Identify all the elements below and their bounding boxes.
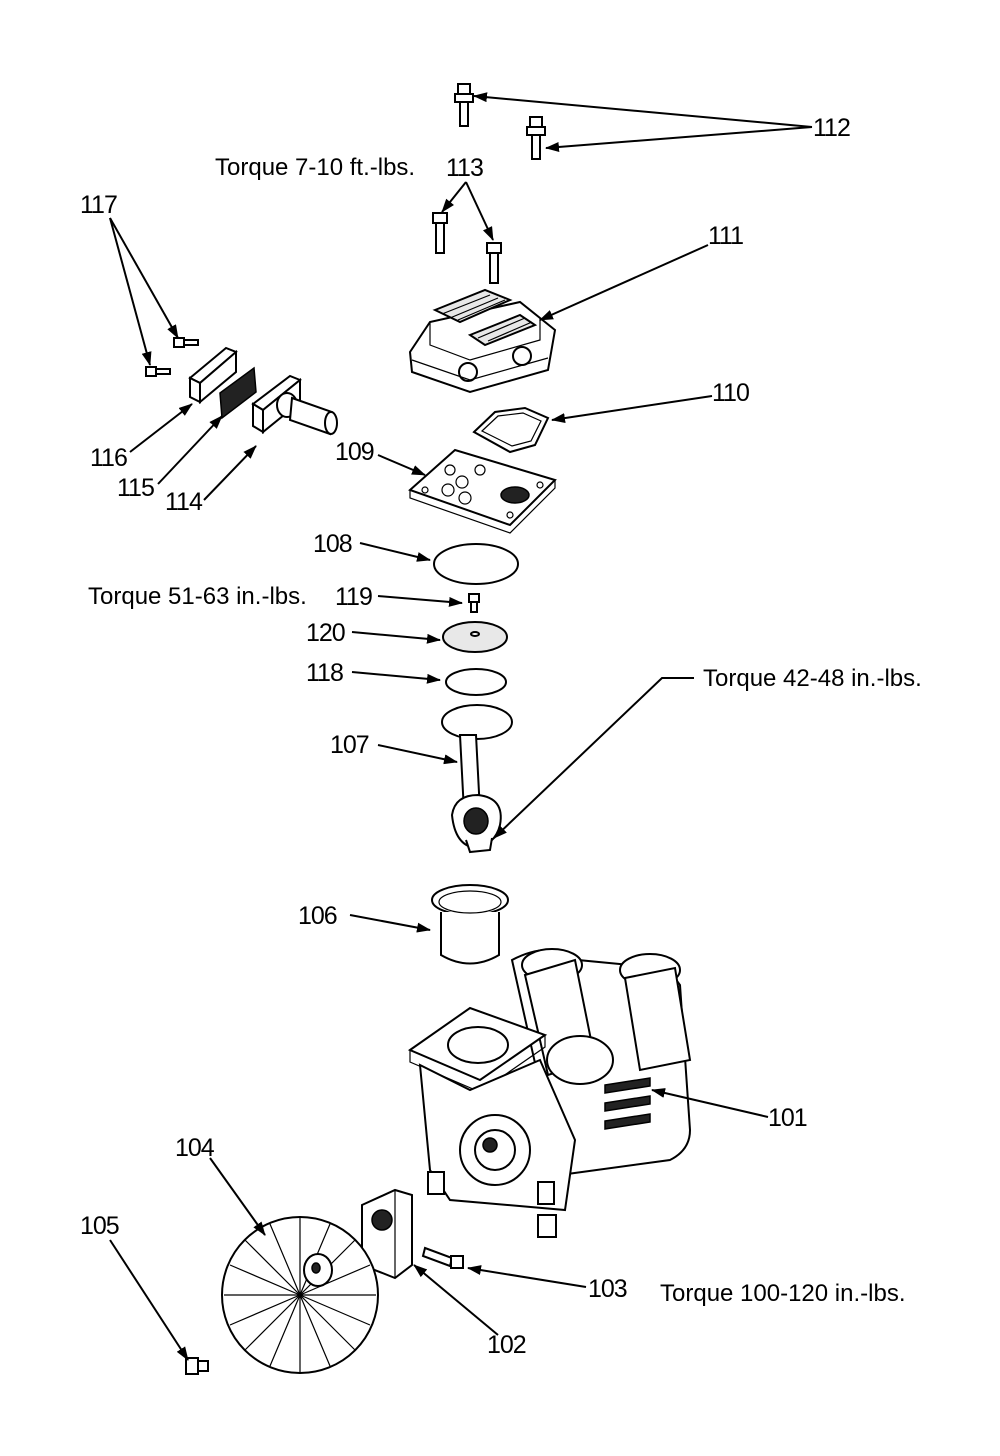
label-103: 103 xyxy=(588,1275,628,1303)
label-111: 111 xyxy=(708,222,744,250)
part-113-bolt-b xyxy=(486,242,502,284)
label-109: 109 xyxy=(335,438,375,466)
label-102: 102 xyxy=(487,1331,527,1359)
label-106: 106 xyxy=(298,902,338,930)
part-118-piston-ring xyxy=(445,668,507,696)
torque-bolt-103: Torque 100-120 in.-lbs. xyxy=(660,1280,906,1307)
part-115-filter-element xyxy=(219,366,257,420)
part-105-screw xyxy=(185,1357,209,1375)
label-108: 108 xyxy=(313,530,353,558)
label-105: 105 xyxy=(80,1212,120,1240)
part-120-retainer-plate xyxy=(442,621,508,653)
part-109-valve-plate xyxy=(408,448,557,534)
part-102-fan-adapter xyxy=(361,1188,413,1280)
label-112: 112 xyxy=(813,114,851,142)
label-118: 118 xyxy=(306,659,344,687)
part-117-screw-b xyxy=(173,337,199,348)
part-119-screw xyxy=(468,593,480,613)
torque-head-bolts: Torque 7-10 ft.-lbs. xyxy=(215,154,416,181)
part-110-gasket xyxy=(472,406,550,454)
part-101-motor-crankcase xyxy=(407,948,692,1238)
part-104-fan xyxy=(221,1216,379,1374)
label-104: 104 xyxy=(175,1134,215,1162)
torque-rod: Torque 42-48 in.-lbs. xyxy=(703,665,922,692)
label-113: 113 xyxy=(446,154,484,182)
label-117: 117 xyxy=(80,191,118,219)
part-107-connecting-rod xyxy=(441,704,513,854)
label-120: 120 xyxy=(306,619,346,647)
part-111-cylinder-head xyxy=(408,288,557,394)
torque-screw-119: Torque 51-63 in.-lbs. xyxy=(88,583,307,610)
part-103-bolt xyxy=(421,1246,464,1269)
label-107: 107 xyxy=(330,731,370,759)
part-112-stud-b xyxy=(526,116,546,160)
part-114-intake-manifold xyxy=(251,374,338,436)
label-101: 101 xyxy=(768,1104,808,1132)
label-114: 114 xyxy=(165,488,203,516)
part-108-o-ring xyxy=(433,543,519,585)
part-117-screw-a xyxy=(145,366,171,377)
part-106-cylinder-sleeve xyxy=(431,884,509,965)
part-112-stud-a xyxy=(454,83,474,127)
label-119: 119 xyxy=(335,583,373,611)
label-116: 116 xyxy=(90,444,128,472)
part-113-bolt-a xyxy=(432,212,448,254)
part-116-filter-cover xyxy=(188,346,238,405)
label-110: 110 xyxy=(712,379,750,407)
leader-lines xyxy=(109,92,813,1361)
label-115: 115 xyxy=(117,474,155,502)
